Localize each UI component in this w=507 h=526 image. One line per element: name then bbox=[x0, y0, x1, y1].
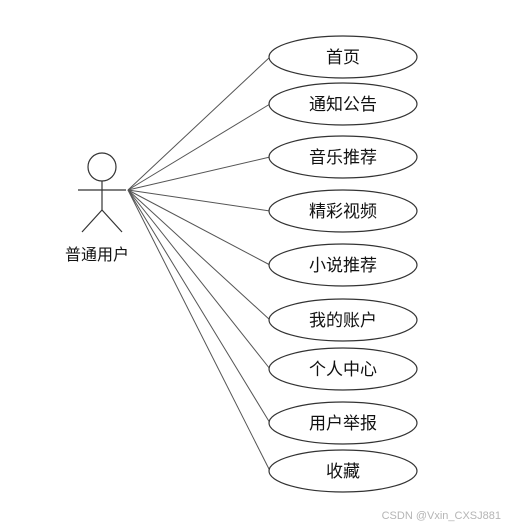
use-case-ellipse bbox=[268, 82, 418, 126]
use-case-ellipse bbox=[268, 243, 418, 287]
use-case-label: 通知公告 bbox=[309, 95, 377, 115]
use-case-ellipse bbox=[268, 401, 418, 445]
use-case: 通知公告 bbox=[268, 82, 418, 126]
association-lines bbox=[127, 56, 271, 472]
association-line bbox=[127, 103, 271, 191]
use-case-ellipse bbox=[268, 298, 418, 342]
use-case-label: 精彩视频 bbox=[309, 202, 377, 222]
association-line bbox=[127, 189, 271, 266]
association-line bbox=[127, 156, 271, 191]
use-case: 小说推荐 bbox=[268, 243, 418, 287]
association-line bbox=[127, 189, 271, 370]
actor-head bbox=[87, 152, 117, 182]
use-case-ellipse bbox=[268, 135, 418, 179]
use-case-ellipse bbox=[268, 347, 418, 391]
association-line bbox=[127, 189, 271, 321]
use-case-label: 用户举报 bbox=[309, 414, 377, 434]
use-case: 精彩视频 bbox=[268, 189, 418, 233]
use-case-label: 小说推荐 bbox=[309, 256, 377, 276]
actor-label: 普通用户 bbox=[65, 245, 129, 264]
use-case: 用户举报 bbox=[268, 401, 418, 445]
use-case-label: 音乐推荐 bbox=[309, 148, 377, 168]
use-case-label: 我的账户 bbox=[309, 311, 377, 331]
actor-stick-figure: 普通用户 bbox=[65, 152, 129, 264]
association-line bbox=[127, 189, 271, 424]
actor-right-leg bbox=[101, 209, 123, 233]
association-line bbox=[127, 56, 271, 191]
use-case-label: 收藏 bbox=[326, 462, 360, 482]
actor-left-leg bbox=[81, 209, 103, 233]
use-case: 我的账户 bbox=[268, 298, 418, 342]
use-case: 首页 bbox=[268, 35, 418, 79]
watermark: CSDN @Vxin_CXSJ881 bbox=[381, 510, 501, 522]
use-case-ellipse bbox=[268, 449, 418, 493]
use-case-label: 个人中心 bbox=[309, 360, 377, 380]
use-case: 收藏 bbox=[268, 449, 418, 493]
association-line bbox=[127, 189, 271, 472]
use-case-ellipse bbox=[268, 189, 418, 233]
use-case: 音乐推荐 bbox=[268, 135, 418, 179]
use-case-ellipse bbox=[268, 35, 418, 79]
use-case: 个人中心 bbox=[268, 347, 418, 391]
association-line bbox=[127, 189, 271, 212]
use-case-label: 首页 bbox=[326, 48, 360, 68]
